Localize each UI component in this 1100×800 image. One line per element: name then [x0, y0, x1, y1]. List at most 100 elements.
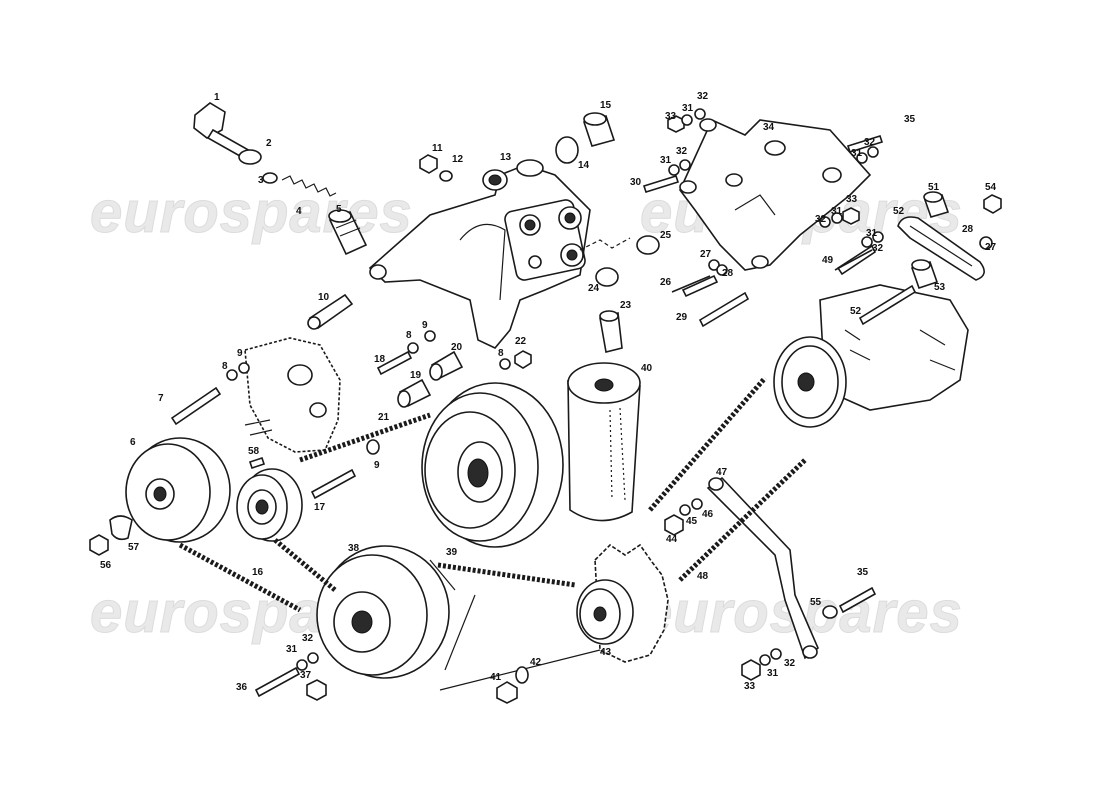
sleeve-5 [328, 209, 368, 256]
callout-32-lower-mid: 32 [872, 243, 884, 254]
callout-31-bottom-left: 31 [286, 644, 298, 655]
callout-32-bottom-right: 32 [784, 658, 796, 669]
steering-pump [244, 337, 341, 453]
belt-48-upper [648, 376, 767, 512]
pump-bracket-13 [368, 159, 591, 349]
callout-5: 5 [336, 204, 342, 215]
belt-16 [178, 542, 302, 613]
callout-23: 23 [620, 300, 632, 311]
bolt-49 [834, 249, 873, 271]
callout-27-right: 27 [985, 242, 997, 253]
parts-drawing [89, 102, 1002, 704]
callout-31-right: 31 [851, 148, 863, 159]
bolt-26 [671, 275, 711, 293]
bolt-35-lower [838, 586, 877, 614]
callout-49: 49 [822, 255, 834, 266]
fitting-23 [599, 310, 623, 353]
nut-54 [983, 194, 1002, 214]
callout-3: 3 [258, 175, 264, 186]
callout-10: 10 [318, 292, 330, 303]
callout-37: 37 [300, 670, 312, 681]
callout-54: 54 [985, 182, 997, 193]
callout-31-bottom-right: 31 [767, 668, 779, 679]
callout-32-top: 32 [697, 91, 709, 102]
callout-29: 29 [676, 312, 688, 323]
washer-3 [262, 172, 278, 184]
nut-37 [306, 679, 327, 701]
callout-31-lower-mid: 31 [866, 228, 878, 239]
callout-31-mid: 31 [831, 206, 843, 217]
callout-32-bottom-left: 32 [302, 633, 314, 644]
callout-22: 22 [515, 336, 527, 347]
callout-39: 39 [446, 547, 458, 558]
belt-21 [299, 412, 431, 463]
callout-48: 48 [697, 571, 709, 582]
idler-pulley-43 [576, 543, 669, 663]
callout-56: 56 [100, 560, 112, 571]
spacer-53 [910, 259, 939, 290]
callout-42: 42 [530, 657, 542, 668]
callout-55: 55 [810, 597, 822, 608]
callout-8-left: 8 [222, 361, 228, 372]
belt-39 [437, 562, 576, 588]
callout-32-left: 32 [676, 146, 688, 157]
callout-13: 13 [500, 152, 512, 163]
callout-41: 41 [490, 672, 502, 683]
callout-27-mid: 27 [700, 249, 712, 260]
belt-48-lower [678, 458, 807, 582]
callout-8-center-right: 8 [498, 348, 504, 359]
washer-42 [515, 666, 529, 684]
spacer-51 [923, 191, 950, 218]
callout-6: 6 [130, 437, 136, 448]
callout-52-lower: 52 [850, 306, 862, 317]
bolt-36 [254, 666, 301, 698]
nut-22 [514, 350, 532, 369]
spacer-19 [397, 378, 432, 408]
callout-34: 34 [763, 122, 775, 133]
callout-18: 18 [374, 354, 386, 365]
spring-4 [281, 175, 337, 197]
callout-44: 44 [666, 534, 678, 545]
callout-4: 4 [296, 206, 302, 217]
callout-8-center: 8 [406, 330, 412, 341]
callout-32-mid: 32 [815, 214, 827, 225]
washer-8-right [499, 358, 511, 370]
callout-57: 57 [128, 542, 140, 553]
o-ring-14 [555, 136, 579, 164]
belt-drive [273, 538, 337, 592]
callout-30: 30 [630, 177, 642, 188]
callout-40: 40 [641, 363, 653, 374]
callout-52-top: 52 [893, 206, 905, 217]
callout-33-mid: 33 [846, 194, 858, 205]
washer-32-bottom-right [770, 648, 782, 660]
tension-arm-47 [706, 476, 819, 660]
callout-35-top: 35 [904, 114, 916, 125]
callout-9-center: 9 [422, 320, 428, 331]
washer-27-right [979, 236, 993, 250]
washer-8-center [407, 342, 419, 354]
callout-16: 16 [252, 567, 264, 578]
nut-41 [496, 681, 518, 704]
callout-38: 38 [348, 543, 360, 554]
washer-55 [822, 605, 838, 619]
washer-8-left [226, 369, 238, 381]
callout-31-left: 31 [660, 155, 672, 166]
callout-12: 12 [452, 154, 464, 165]
callout-9-left: 9 [237, 348, 243, 359]
washer-45 [679, 504, 691, 516]
pulley-38 [316, 545, 450, 679]
washer-31-bottom-left [296, 659, 308, 671]
spacer-20 [429, 350, 464, 381]
callout-46: 46 [702, 509, 714, 520]
pulley-6 [125, 437, 231, 543]
callout-20: 20 [451, 342, 463, 353]
nut-56 [89, 534, 109, 556]
nut-44 [664, 514, 684, 536]
nut-11 [419, 154, 438, 174]
callout-26: 26 [660, 277, 672, 288]
callout-32-right: 32 [864, 137, 876, 148]
callout-36: 36 [236, 682, 248, 693]
washer-46 [691, 498, 703, 510]
bracket-34 [679, 118, 872, 271]
small-hardware [642, 108, 884, 328]
